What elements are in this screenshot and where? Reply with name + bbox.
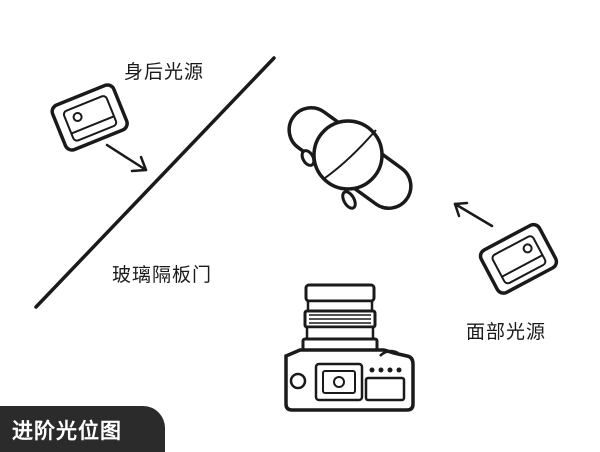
face-light-label: 面部光源 xyxy=(466,321,547,343)
model-top-view xyxy=(287,106,413,210)
face-light-arrow xyxy=(453,201,494,228)
model-right-foot xyxy=(341,190,357,210)
glass-door-label: 玻璃隔板门 xyxy=(112,264,213,286)
glass-door-line xyxy=(34,56,276,309)
back-light-arrow xyxy=(105,143,148,173)
camera-icon xyxy=(284,283,415,412)
back-light-icon xyxy=(50,83,129,152)
model-head xyxy=(312,119,384,191)
back-light-label: 身后光源 xyxy=(124,61,205,83)
badge-title: 进阶光位图 xyxy=(12,419,122,443)
face-light-icon xyxy=(478,222,559,295)
title-badge: 进阶光位图 xyxy=(0,406,165,452)
